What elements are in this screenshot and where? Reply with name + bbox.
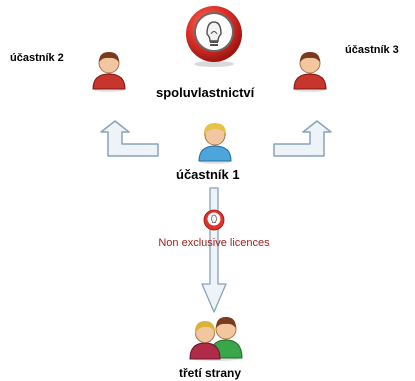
third-parties-label: třetí strany <box>179 366 242 380</box>
participant-1-label: účastník 1 <box>176 167 240 182</box>
center-label: spoluvlastnictví <box>156 85 255 100</box>
licence-label: Non exclusive licences <box>158 237 270 249</box>
participant-3-label: účastník 3 <box>345 44 399 56</box>
person-icon <box>92 52 126 92</box>
arrow-to-participant-3 <box>273 120 332 157</box>
people-group-icon <box>189 317 243 361</box>
person-icon <box>293 52 327 92</box>
lightbulb-icon <box>203 209 225 231</box>
participant-2-label: účastník 2 <box>10 52 64 64</box>
arrow-to-participant-2 <box>100 120 159 157</box>
lightbulb-icon <box>186 6 242 67</box>
person-icon <box>198 123 232 164</box>
down-arrow <box>201 187 227 313</box>
